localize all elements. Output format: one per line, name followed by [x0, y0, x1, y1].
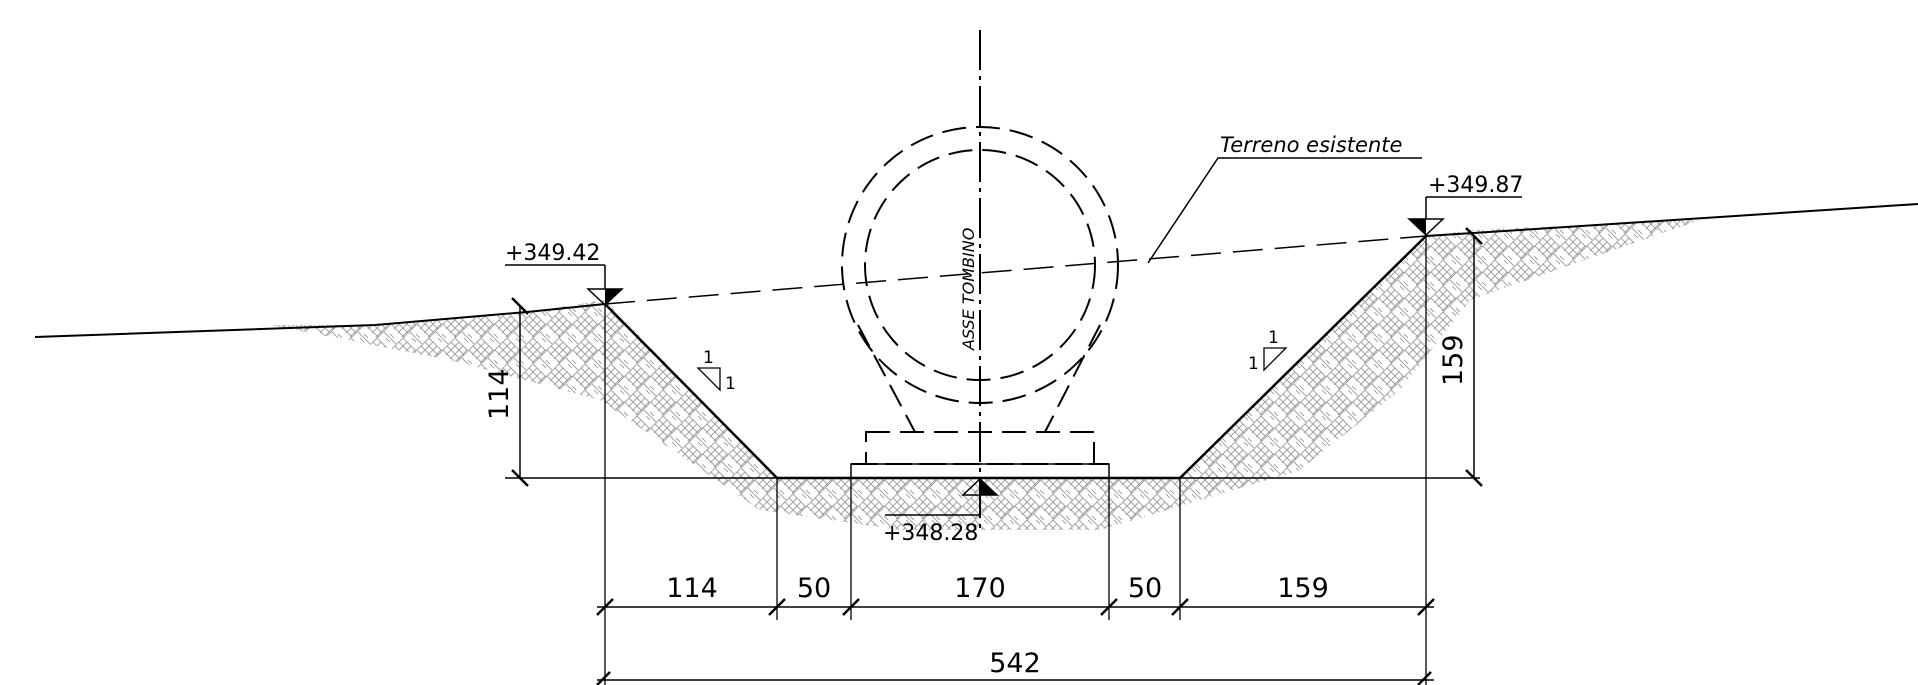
slope-left-run: 1	[725, 374, 736, 394]
slope-left-rise: 1	[703, 348, 714, 368]
axis-label: ASSE TOMBINO	[959, 228, 978, 351]
elevation-left-marker	[505, 264, 624, 307]
elevation-bottom-marker	[885, 477, 999, 516]
elevation-bottom-label: +348.28	[883, 521, 978, 546]
dim-right-height	[1465, 227, 1483, 487]
slope-right-symbol	[1263, 347, 1288, 372]
dim-right-height-label: 159	[1438, 334, 1469, 386]
elevation-right-marker	[1407, 196, 1522, 237]
soil-hatching	[270, 220, 1700, 530]
terrain-leader	[1147, 157, 1422, 264]
dim-seg-right-berm: 50	[1128, 573, 1162, 604]
dim-left-height	[511, 297, 529, 487]
dim-seg-right-slope: 159	[1277, 573, 1329, 604]
slope-right-rise: 1	[1268, 328, 1279, 348]
dim-total-line	[596, 671, 1434, 685]
terrain-label: Terreno esistente	[1220, 133, 1402, 157]
dim-seg-left-slope: 114	[666, 573, 718, 604]
dim-left-height-label: 114	[484, 368, 515, 420]
existing-terrain-dashed	[604, 235, 1427, 305]
slope-right-run: 1	[1248, 354, 1259, 374]
dim-total-label: 542	[989, 648, 1041, 679]
elevation-left-label: +349.42	[505, 241, 600, 266]
ground-line-right	[1425, 203, 1918, 237]
dim-segment-line	[596, 598, 1435, 616]
dim-extension-lines	[604, 237, 1427, 685]
dim-seg-base: 170	[954, 573, 1006, 604]
slope-left-symbol	[696, 367, 721, 392]
ground-line-left	[34, 303, 606, 338]
dim-seg-left-berm: 50	[797, 573, 831, 604]
elevation-right-label: +349.87	[1428, 173, 1523, 198]
